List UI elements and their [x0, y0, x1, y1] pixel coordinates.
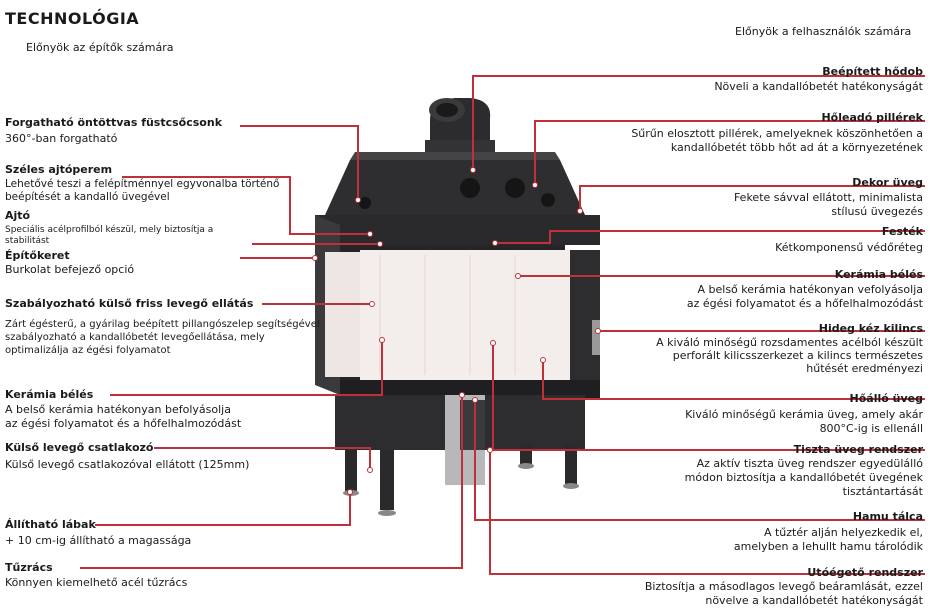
feature-desc-grate: Könnyen kiemelhető acél tűzrács	[5, 576, 188, 589]
feature-desc-decor-glass-2: stílusú üvegezés	[831, 205, 923, 218]
feature-title-fresh-air: Szabályozható külső friss levegő ellátás	[5, 297, 254, 310]
flue-outlet-pipe	[425, 98, 495, 158]
feature-desc-ceramic-right-2: az égési folyamatot és a hőfelhalmozódás…	[686, 297, 923, 310]
feature-desc-heat-glass-2: 800°C-ig is ellenáll	[819, 422, 923, 435]
page-title: TECHNOLÓGIA	[5, 9, 140, 28]
feature-desc-decor-glass-1: Fekete sávval ellátott, minimalista	[733, 191, 923, 204]
feature-title-legs: Állítható lábak	[5, 518, 96, 531]
feature-desc-door-2: stabilitást	[5, 236, 50, 246]
feature-desc-clean-glass-3: tisztántartását	[842, 485, 923, 498]
fireplace-body	[315, 215, 600, 485]
feature-title-air-connector: Külső levegő csatlakozó	[5, 441, 154, 454]
feature-desc-ash-tray-1: A tűztér alján helyezkedik el,	[763, 526, 923, 539]
feature-title-paint: Festék	[881, 225, 923, 238]
builders-subtitle: Előnyök az építők számára	[26, 41, 174, 54]
feature-title-flue: Forgatható öntöttvas füstcsőcsonk	[5, 116, 223, 129]
feature-desc-air-connector: Külső levegő csatlakozóval ellátott (125…	[5, 458, 250, 471]
feature-title-door-flange: Széles ajtóperem	[5, 163, 113, 176]
feature-title-decor-glass: Dekor üveg	[852, 176, 923, 189]
leader-lines	[80, 75, 925, 575]
heat-dome-top	[325, 152, 585, 215]
feature-desc-flue: 360°-ban forgatható	[5, 132, 118, 145]
feature-desc-door-1: Speciális acélprofilból készül, mely biz…	[5, 225, 214, 235]
feature-desc-door-flange-1: Lehetővé teszi a felépítménnyel egyvonal…	[5, 178, 280, 190]
feature-title-grate: Tűzrács	[5, 561, 53, 574]
feature-desc-fresh-air-3: optimalizálja az égési folyamatot	[5, 345, 171, 356]
feature-desc-heat-pillars-2: kandallóbetét több hőt ad át a környezet…	[670, 141, 923, 154]
users-subtitle: Előnyök a felhasználók számára	[735, 25, 912, 38]
feature-desc-legs: + 10 cm-ig állítható a magassága	[5, 534, 192, 547]
feature-desc-frame: Burkolat befejező opció	[5, 263, 135, 276]
feature-desc-fresh-air-2: szabályozható a kandallóbetét levegőellá…	[5, 332, 265, 343]
leader-dots	[312, 167, 601, 495]
feature-desc-heat-drum: Növeli a kandallóbetét hatékonyságát	[714, 80, 923, 93]
feature-desc-ash-tray-2: amelyben a lehullt hamu tárolódik	[733, 540, 923, 553]
feature-title-clean-glass: Tiszta üveg rendszer	[793, 443, 923, 456]
feature-desc-heat-glass-1: Kiváló minőségű kerámia üveg, amely akár	[685, 408, 923, 421]
feature-desc-ceramic-right-1: A belső kerámia hatékonyan vefolyásolja	[697, 283, 924, 296]
feature-desc-cold-handle-2: perforált kilicsszerkezet a kilincs term…	[672, 349, 923, 362]
feature-desc-afterburn-1: Biztosítja a másodlagos levegő beáramlás…	[644, 580, 923, 593]
feature-desc-cold-handle-3: hűtését eredményezi	[806, 362, 923, 375]
feature-title-door: Ajtó	[5, 209, 31, 222]
feature-title-heat-glass: Hőálló üveg	[849, 392, 923, 405]
feature-title-heat-pillars: Hőleadó pillérek	[821, 111, 923, 124]
feature-title-ash-tray: Hamu tálca	[852, 510, 923, 523]
feature-desc-afterburn-2: növelve a kandallóbetét hatékonyságát	[705, 594, 923, 607]
feature-desc-heat-pillars-1: Sűrűn elosztott pillérek, amelyeknek kös…	[631, 127, 923, 140]
feature-desc-ceramic-left-1: A belső kerámia hatékonyan befolyásolja	[5, 403, 231, 416]
feature-desc-clean-glass-2: módon biztosítja a kandallóbetét üvegéne…	[684, 471, 923, 484]
feature-title-afterburn: Utóégető rendszer	[807, 566, 923, 579]
feature-title-ceramic-right: Kerámia bélés	[834, 268, 923, 281]
feature-desc-cold-handle-1: A kiváló minőségű rozsdamentes acélból k…	[656, 336, 923, 349]
feature-desc-fresh-air-1: Zárt égésterű, a gyárilag beépített pill…	[5, 319, 320, 330]
feature-title-ceramic-left: Kerámia bélés	[5, 388, 94, 401]
feature-desc-paint: Kétkomponensű védőréteg	[775, 241, 923, 254]
feature-desc-door-flange-2: beépítését a kandalló üvegével	[5, 191, 170, 203]
feature-desc-ceramic-left-2: az égési folyamatot és a hőfelhalmozódás…	[5, 417, 242, 430]
feature-title-cold-handle: Hideg kéz kilincs	[818, 322, 923, 335]
feature-title-frame: Építőkeret	[5, 249, 70, 262]
feature-title-heat-drum: Beépített hődob	[822, 65, 923, 78]
feature-desc-clean-glass-1: Az aktív tiszta üveg rendszer egyedüláll…	[696, 457, 923, 470]
